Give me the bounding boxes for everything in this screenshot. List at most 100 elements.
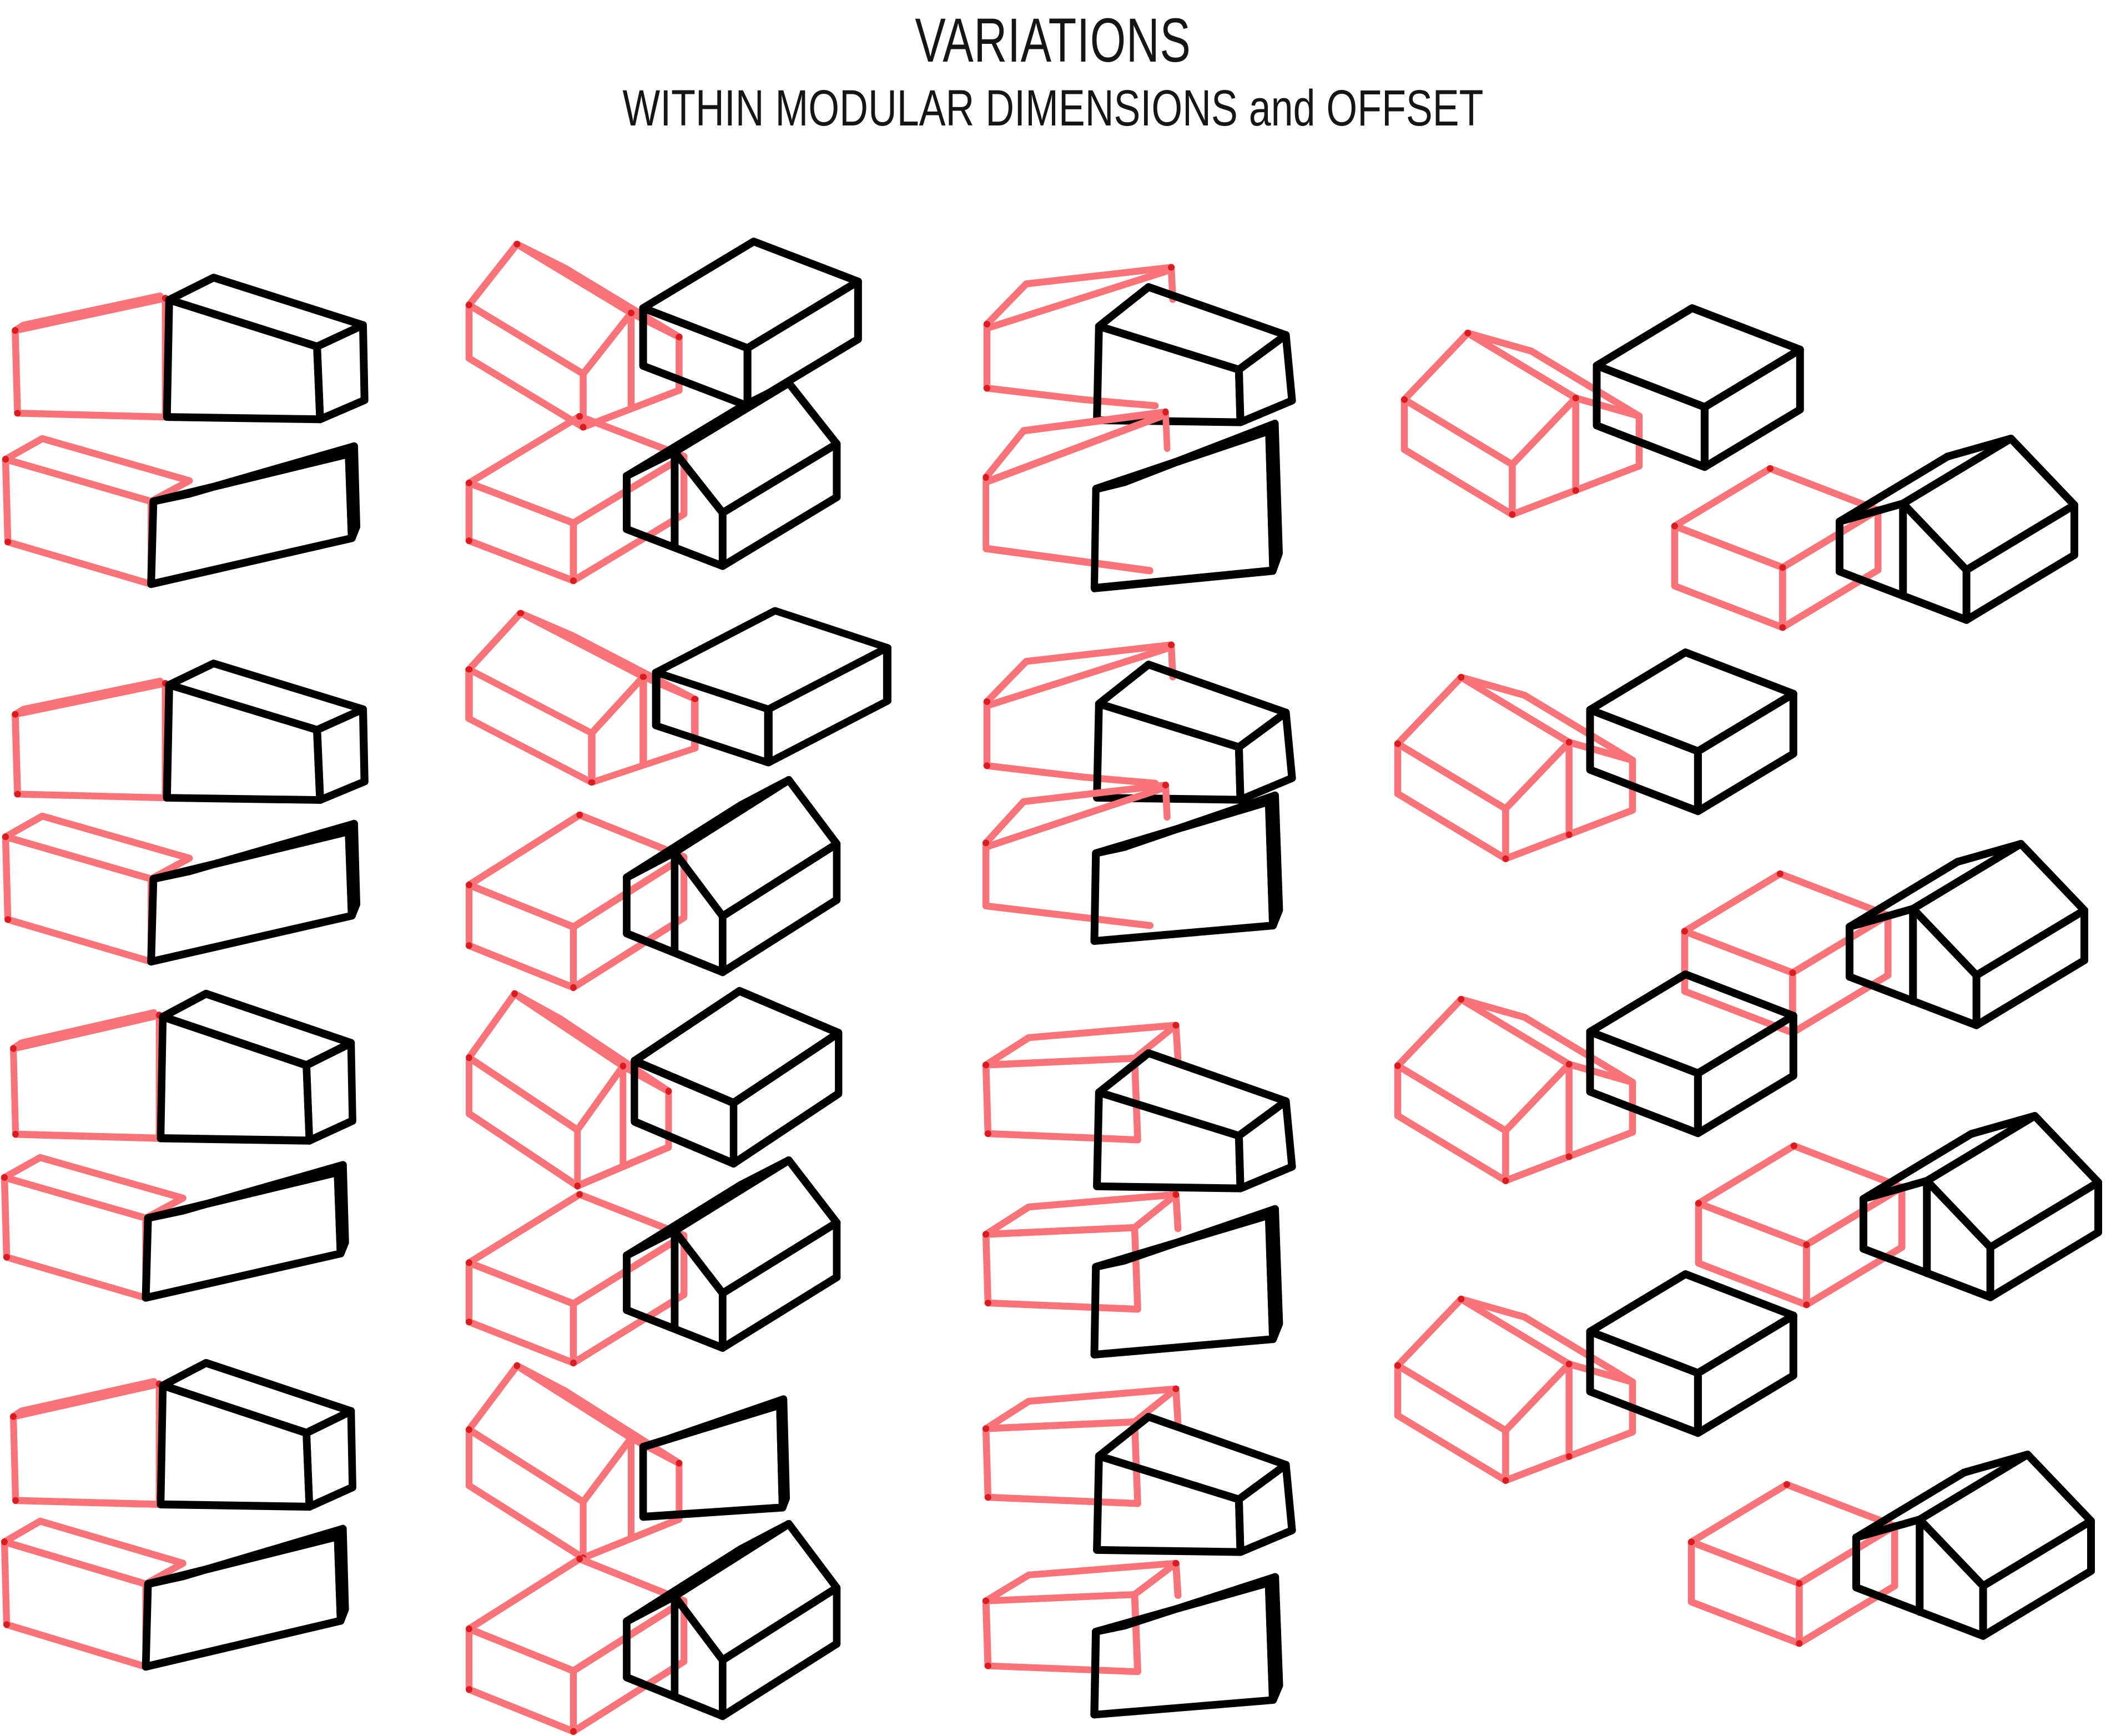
pair-col4-row3: [1394, 648, 1797, 862]
vertex-dot: [2, 833, 9, 841]
black-module-edge: [1953, 839, 2089, 914]
vertex-dot: [984, 385, 991, 392]
vertex-dot: [1, 1538, 8, 1546]
black-module-edge: [1593, 361, 1709, 471]
black-module-edge: [149, 819, 358, 883]
vertex-dot: [1671, 522, 1678, 530]
red-module-edge: [1162, 408, 1171, 452]
red-module-edge: [1458, 995, 1573, 1068]
red-module-edge: [982, 1055, 1141, 1144]
vertex-dot: [4, 539, 12, 546]
black-module-edge: [334, 1161, 349, 1257]
red-module-edge: [1394, 673, 1528, 747]
black-module-edge: [1972, 956, 2089, 1029]
vertex-dot: [1565, 1061, 1573, 1068]
red-module-edge: [983, 384, 1159, 410]
black-module-edge: [1899, 499, 1971, 574]
red-module-edge: [1803, 1184, 1906, 1309]
black-module-edge: [144, 1161, 347, 1222]
black-module-edge: [1986, 1228, 2103, 1301]
red-module-edge: [465, 610, 576, 673]
red-module: [465, 1191, 688, 1367]
black-module-edge: [1694, 1012, 1797, 1138]
pair-col1-row6: [1, 1154, 349, 1302]
black-module-edge: [1923, 1176, 1994, 1251]
red-module: [1687, 1481, 1898, 1647]
vertex-dot: [1565, 1361, 1573, 1367]
black-module-edge: [737, 1156, 841, 1227]
red-module-edge: [9, 1378, 158, 1420]
red-module: [1394, 673, 1636, 862]
red-module: [1, 1517, 187, 1670]
red-module-edge: [465, 1625, 577, 1735]
black-module-edge: [1694, 690, 1797, 816]
vertex-dot: [1458, 1296, 1465, 1302]
black-module-edge: [1235, 1097, 1296, 1192]
pair-col2-row4: [465, 776, 841, 992]
vertex-dot: [1394, 740, 1401, 747]
vertex-dot: [466, 1259, 472, 1266]
black-module-edge: [1835, 567, 1971, 624]
vertex-dot: [1172, 1022, 1180, 1029]
black-module-edge: [776, 1395, 790, 1512]
red-module: [466, 990, 672, 1190]
red-module-edge: [1464, 329, 1579, 402]
pair-col2-row2: [465, 379, 841, 585]
red-module-edge: [513, 1362, 635, 1442]
pair-col3-row5: [982, 1022, 1296, 1192]
red-module-edge: [983, 762, 1159, 787]
red-module-edge: [561, 264, 683, 341]
vertex-dot: [14, 791, 21, 798]
red-module-edge: [1521, 1014, 1636, 1086]
red-module-edge: [1521, 692, 1636, 764]
black-module-edge: [718, 1639, 841, 1720]
vertex-dot: [1572, 395, 1579, 401]
vertex-dot: [570, 1359, 577, 1366]
vertex-dot: [14, 410, 21, 417]
red-module-edge: [12, 292, 164, 334]
vertex-dot: [466, 301, 472, 309]
red-module: [983, 641, 1177, 787]
pair-col2-row1: [465, 237, 862, 431]
vertex-dot: [983, 1425, 990, 1432]
red-module-edge: [1458, 1295, 1573, 1368]
vertex-dot: [1796, 1580, 1803, 1587]
red-module-edge: [588, 745, 699, 786]
pair-col2-row3: [465, 607, 891, 786]
red-module-edge: [466, 1054, 581, 1134]
pair-col2-row5: [466, 987, 843, 1190]
red-module: [983, 408, 1171, 575]
black-module-edge: [1859, 1245, 1994, 1301]
red-module-edge: [982, 1418, 1141, 1507]
pair-col4-row1: [1400, 304, 1804, 518]
black-module-edge: [623, 1306, 727, 1352]
red-module-edge: [1394, 1412, 1509, 1484]
black-module-edge: [149, 442, 358, 506]
vertex-dot: [10, 1045, 17, 1052]
vertex-dot: [984, 320, 991, 328]
black-module: [639, 1395, 790, 1521]
black-module-edge: [737, 1519, 841, 1592]
vertex-dot: [1796, 1640, 1803, 1647]
red-module-edge: [1394, 790, 1509, 862]
red-module-edge: [465, 1362, 568, 1433]
vertex-dot: [983, 1231, 990, 1238]
black-module-edge: [623, 1181, 745, 1260]
red-module-edge: [1400, 446, 1516, 518]
black-module-edge: [671, 1592, 727, 1664]
red-module-edge: [983, 641, 1175, 706]
black-module: [623, 776, 841, 977]
black-module-edge: [303, 1407, 356, 1511]
red-module-edge: [574, 1062, 627, 1134]
red-module: [1695, 1142, 1906, 1309]
vertex-dot: [1458, 674, 1465, 681]
red-module-edge: [1172, 1385, 1182, 1427]
black-module-edge: [1986, 1178, 2103, 1251]
red-module-edge: [465, 355, 587, 431]
vertex-dot: [1695, 1200, 1702, 1207]
page-title: VARIATIONS: [915, 6, 1191, 75]
red-module-edge: [513, 240, 635, 317]
red-module-edge: [465, 715, 596, 786]
pair-col1-row2: [2, 435, 361, 588]
black-module-edge: [1835, 452, 1952, 526]
